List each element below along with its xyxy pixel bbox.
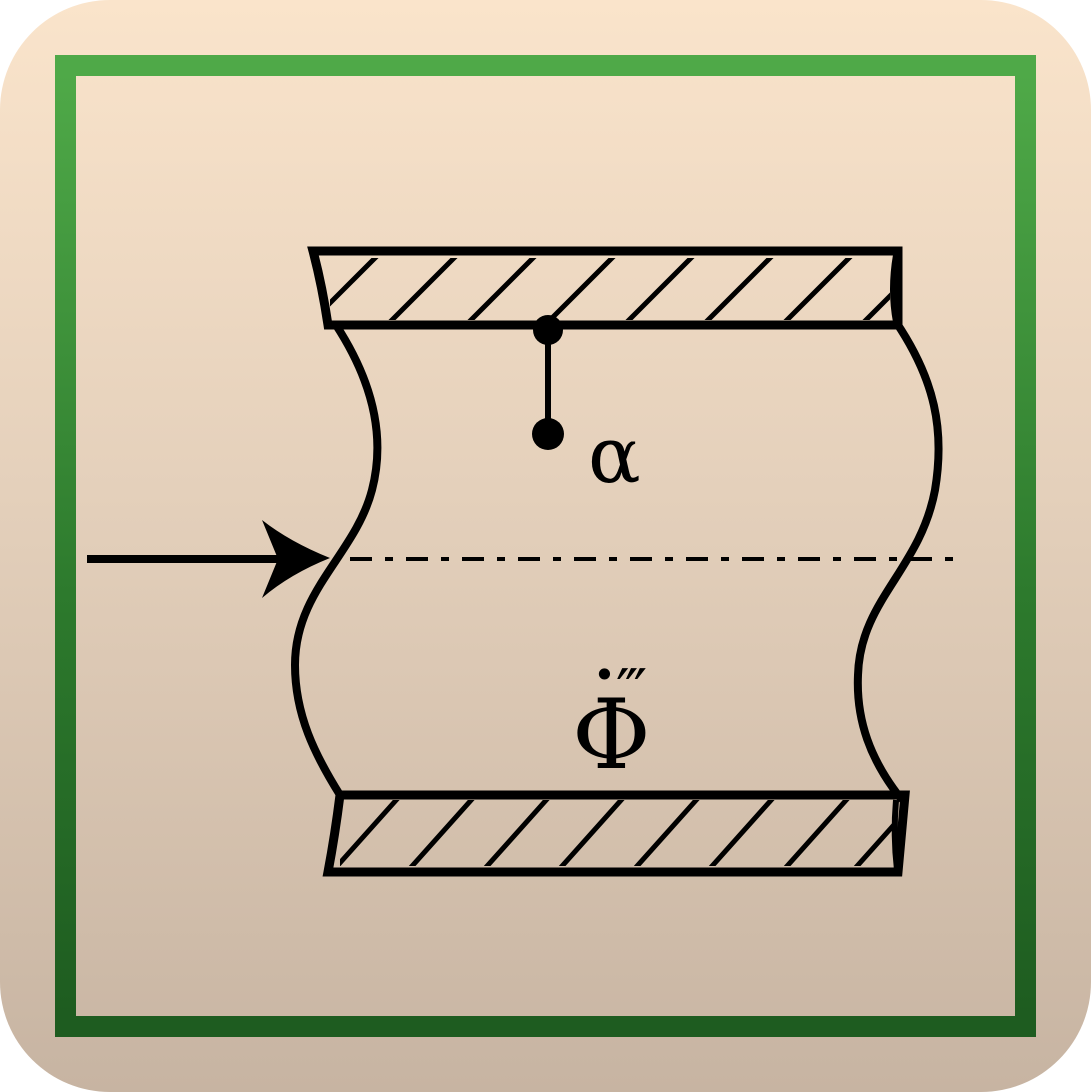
phi-label: Φ [572, 679, 651, 791]
probe-bob [532, 418, 564, 450]
top-wall [307, 246, 903, 330]
alpha-label: α [588, 411, 641, 501]
right-wave-boundary [853, 319, 943, 803]
bottom-wall [322, 790, 910, 877]
probe [532, 315, 564, 450]
phi-primes-label: ‴ [616, 657, 647, 727]
probe-anchor [533, 315, 563, 345]
flow-arrow [87, 520, 330, 598]
top-wall-hatching [330, 258, 890, 320]
bottom-wall-hatching [340, 800, 892, 866]
phi-dot-label: · [594, 640, 615, 710]
left-wave-boundary [290, 322, 382, 798]
